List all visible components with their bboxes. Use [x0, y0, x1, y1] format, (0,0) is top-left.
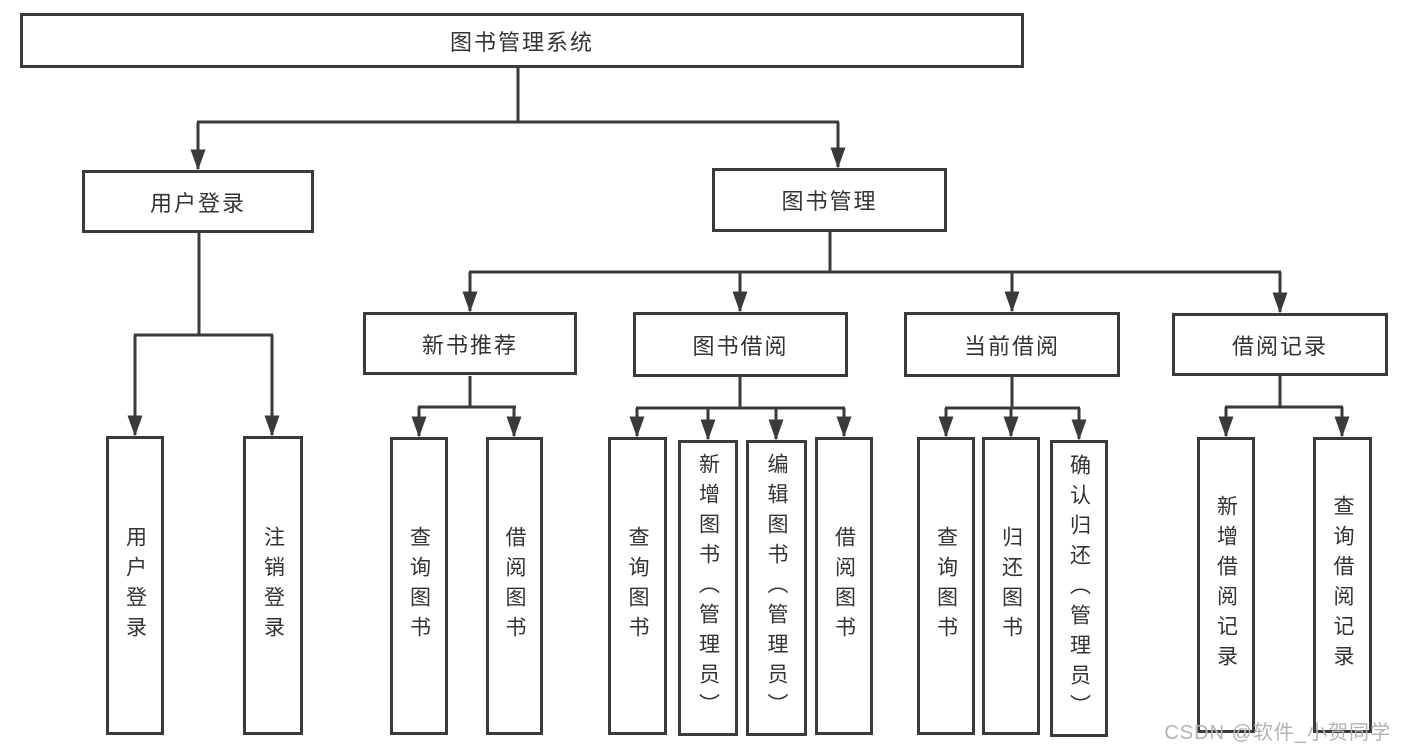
leaf-label: 借阅图书	[503, 526, 526, 646]
leaf-query-borrow-record: 查询借阅记录	[1313, 437, 1372, 733]
leaf-label: 归还图书	[999, 526, 1023, 646]
leaf-return-books: 归还图书	[982, 437, 1040, 735]
leaf-confirm-return-admin: 确认归还（管理员）	[1050, 440, 1108, 737]
node-new-book-recommend-label: 新书推荐	[421, 332, 518, 358]
node-borrow-record-label: 借阅记录	[1231, 333, 1328, 359]
leaf-edit-books-admin: 编辑图书（管理员）	[746, 440, 807, 736]
node-root: 图书管理系统	[20, 13, 1024, 68]
node-book-management: 图书管理	[712, 168, 947, 232]
leaf-add-borrow-record: 新增借阅记录	[1197, 437, 1255, 733]
leaf-label: 借阅图书	[832, 526, 856, 646]
leaf-label: 新增图书（管理员）	[696, 453, 720, 723]
leaf-user-login: 用户登录	[106, 436, 164, 735]
node-user-login: 用户登录	[82, 170, 314, 233]
leaf-label: 查询图书	[934, 526, 958, 646]
leaf-label: 查询借阅记录	[1331, 495, 1354, 675]
leaf-query-books-recommend: 查询图书	[390, 437, 448, 735]
node-book-borrow: 图书借阅	[633, 312, 848, 377]
leaf-add-books-admin: 新增图书（管理员）	[678, 440, 738, 736]
leaf-logout-login-label: 注销登录	[261, 525, 285, 646]
leaf-query-books-current: 查询图书	[917, 437, 975, 735]
node-root-label: 图书管理系统	[449, 29, 594, 55]
leaf-label: 查询图书	[626, 526, 649, 646]
node-current-borrow: 当前借阅	[904, 312, 1120, 377]
node-new-book-recommend: 新书推荐	[363, 312, 577, 375]
node-borrow-record: 借阅记录	[1172, 313, 1388, 376]
leaf-label: 新增借阅记录	[1214, 495, 1238, 675]
leaf-borrow-books: 借阅图书	[815, 437, 873, 735]
node-book-management-label: 图书管理	[781, 189, 878, 214]
leaf-logout-login: 注销登录	[243, 436, 303, 735]
node-book-borrow-label: 图书借阅	[692, 333, 789, 359]
leaf-query-books-borrow: 查询图书	[608, 437, 667, 735]
leaf-label: 确认归还（管理员）	[1067, 453, 1091, 724]
leaf-label: 查询图书	[407, 526, 431, 646]
leaf-borrow-books-recommend: 借阅图书	[486, 437, 543, 735]
leaf-label: 编辑图书（管理员）	[765, 453, 788, 723]
leaf-user-login-label: 用户登录	[123, 525, 147, 646]
csdn-watermark: CSDN @软件_小贺同学	[1164, 722, 1391, 744]
node-current-borrow-label: 当前借阅	[963, 333, 1060, 359]
node-user-login-label: 用户登录	[149, 190, 246, 216]
